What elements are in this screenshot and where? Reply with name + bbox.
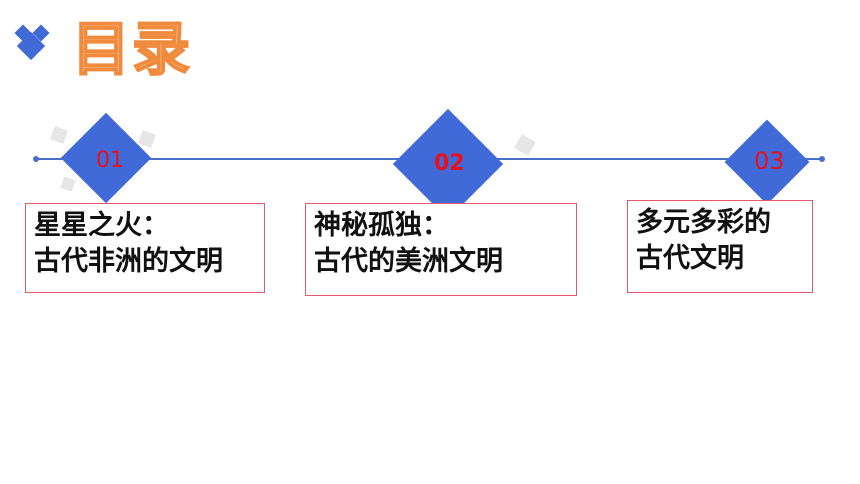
timeline-end-dot [819,156,825,162]
item-number-3: 03 [754,147,785,175]
item-subtitle-3: 古代文明 [636,243,744,274]
page-title: 目录 [71,14,193,84]
item-card-3[interactable]: 多元多彩的 古代文明 [627,200,813,293]
item-card-2[interactable]: 神秘孤独： 古代的美洲文明 [305,203,577,296]
decorative-square [50,126,68,144]
item-number-1: 01 [96,148,124,173]
item-subtitle-1: 古代非洲的文明 [34,246,223,277]
logo-diamond-icon [0,0,60,70]
decorative-square [60,176,76,192]
decorative-square [514,134,536,156]
timeline-start-dot [33,156,39,162]
item-number-2: 02 [434,151,465,176]
decorative-square [138,130,156,148]
item-title-2: 神秘孤独： [314,210,449,241]
item-subtitle-2: 古代的美洲文明 [314,246,503,277]
item-title-3: 多元多彩的 [636,207,771,238]
item-card-1[interactable]: 星星之火： 古代非洲的文明 [25,203,265,293]
item-title-1: 星星之火： [34,210,169,241]
